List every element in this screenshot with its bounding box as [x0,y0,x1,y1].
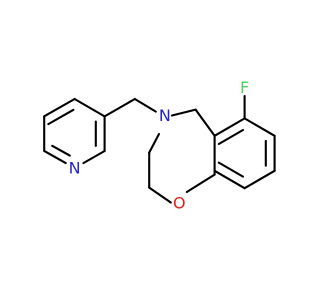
bond [51,144,71,157]
bond [243,169,276,190]
atom-label-layer: F N O N [69,78,250,213]
bond [217,161,245,178]
bond [43,97,76,118]
bond [194,108,216,137]
bond [148,132,161,154]
bond [243,117,276,137]
pyridine-nitrogen-label: N [69,159,81,178]
bond [217,128,245,146]
bond [73,97,106,118]
bond [43,149,67,165]
amine-nitrogen-label: N [159,106,171,125]
bond [133,97,157,113]
bond-layer [43,94,276,204]
bond [213,169,246,190]
fluorine-label: F [240,78,249,97]
bond [103,97,136,118]
bond [213,117,246,137]
bond [148,186,172,204]
ether-oxygen-label: O [173,194,186,213]
bond [185,173,216,194]
structure-canvas: F N O N [43,78,276,213]
bond [170,108,197,117]
molecule-diagram: F N O N [43,78,276,213]
bond [82,149,106,165]
bond [47,108,75,126]
